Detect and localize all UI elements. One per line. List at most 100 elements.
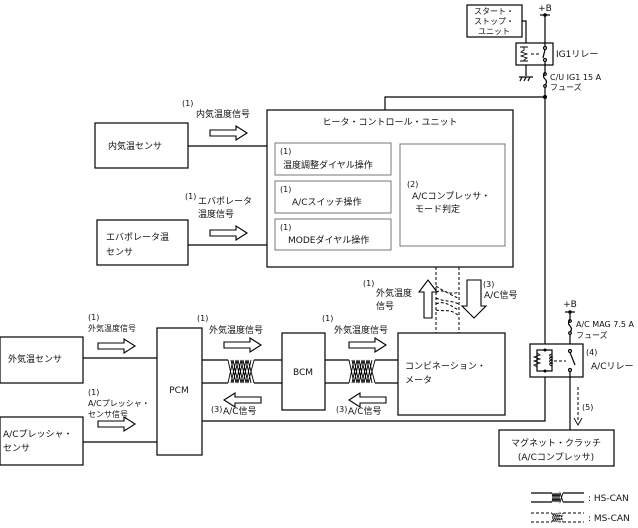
ac-mag-fuse-label: A/C MAG 7.5 A [576,320,635,329]
ground-icon [519,76,533,82]
start-stop-unit: スタート・ ストップ・ ユニット [466,4,523,38]
legend-hs-can-label: : HS-CAN [588,494,629,504]
legend-ms-can: : MS-CAN [531,511,630,524]
ac-relay-num: (4) [586,348,597,357]
hcu-compressor-mode-judge [399,143,506,247]
hcu-meter-signal-label: A/C信号 [484,289,517,301]
hcu-meter-signal-num: (3) [483,280,494,289]
magnet-clutch: マグネット・クラッチ (A/Cコンプレッサ) [498,429,615,467]
bcm-label: BCM [293,368,313,378]
ig1-relay-label: IG1リレー [556,50,598,60]
start-stop-unit-label-2: ストップ・ [474,17,514,26]
pcm-label: PCM [169,386,188,396]
meter-hcu-signal-label-2: 信号 [376,300,394,312]
ig1-fuse-label: C/U IG1 15 A [550,73,602,82]
arrow-right-icon [223,336,263,354]
pcm-ac-relay-wire [202,377,546,422]
arrow-up-icon [417,279,439,319]
pcm-module: PCM [156,327,203,456]
twisted-pair-icon [227,359,255,384]
evap-signal-label-1: エバポレータ [198,196,252,207]
heater-control-unit: ヒータ・コントロール・ユニット (1) 温度調整ダイヤル操作 (1) A/Cスイ… [266,109,514,268]
twisted-pair-icon [551,511,564,524]
clutch-label-1: マグネット・クラッチ [511,437,601,449]
cabin-temp-sensor: 内気温センサ [94,122,189,169]
evap-signal-num: (1) [185,192,196,201]
arrow-right-icon [97,415,137,433]
evap-temp-sensor-label-2: センサ [106,247,133,258]
ambient-signal-label: 外気温度信号 [88,323,136,333]
hcu-item-temp-dial [274,142,392,176]
hcu-item-label: 温度調整ダイヤル操作 [283,159,373,171]
legend-hs-can: : HS-CAN [531,491,629,504]
start-stop-unit-label-3: ユニット [478,27,510,36]
evap-temp-sensor-label-1: エバポレータ温 [106,232,169,243]
bcm-meter-signal-label: 外気温度信号 [334,324,388,336]
heater-control-unit-title: ヒータ・コントロール・ユニット [322,117,457,128]
ac-relay-coil-icon [549,353,554,367]
hcu-item-num: (1) [280,223,291,232]
meter-bcm-signal-num: (3) [336,405,347,414]
meter-hcu-signal-num: (1) [363,279,374,288]
ig1-relay [515,42,554,66]
hcu-judge-label-2: モード判定 [415,203,460,215]
ac-pressure-sensor-label-1: A/Cプレッシャ・ [3,429,72,440]
evap-temp-sensor: エバポレータ温 センサ [96,219,189,266]
ig1-relay-coil-icon [519,46,529,62]
arrow-left-icon [222,391,262,409]
cabin-temp-sensor-label: 内気温センサ [108,140,162,152]
arrow-right-icon [209,124,249,142]
cabin-signal-num: (1) [182,99,193,108]
arrow-down-icon [460,279,488,319]
start-stop-wire [522,20,527,47]
dashed-arrow-down-icon [573,417,583,426]
ig1-fuse-label-2: フューズ [550,82,582,92]
hs-can-bcm-meter [325,359,398,384]
start-stop-unit-label-1: スタート・ [474,7,514,16]
meter-label-1: コンビネーション・ [405,361,486,372]
relay-clutch-signal-num: (5) [582,403,593,412]
plus-b-label-ac: +B [563,300,577,310]
ambient-signal-num: (1) [88,313,99,322]
legend: : HS-CAN : MS-CAN [531,491,630,524]
legend-ms-can-label: : MS-CAN [588,514,630,524]
clutch-label-2: (A/Cコンプレッサ) [518,452,594,463]
hcu-item-label: A/Cスイッチ操作 [292,196,361,208]
hcu-judge-num: (2) [407,180,418,189]
plus-b-label-ig1: +B [538,4,552,14]
cabin-signal-label: 内気温度信号 [196,108,250,120]
hcu-item-num: (1) [280,185,291,194]
twisted-pair-icon [551,491,564,504]
bcm-module: BCM [281,332,326,411]
bcm-meter-signal-num: (1) [322,314,333,323]
hcu-power-wire [384,96,545,110]
twisted-pair-icon [435,285,460,317]
combination-meter: コンビネーション・ メータ [397,332,506,416]
resistor-icon [532,352,542,368]
arrow-left-icon [347,391,387,409]
ambient-temp-sensor: 外気温センサ [0,336,84,384]
ig1-relay-switch-icon [542,49,546,59]
ac-pressure-sensor-label-2: センサ [3,443,30,454]
twisted-pair-icon [348,359,376,384]
meter-label-2: メータ [405,375,432,386]
hcu-judge-label-1: A/Cコンプレッサ・ [412,191,490,202]
hcu-item-ac-switch [274,180,392,214]
hcu-item-mode-dial [274,218,392,251]
ac-pressure-sensor: A/Cプレッシャ・ センサ [0,416,84,466]
meter-hcu-signal-label-1: 外気温度 [376,287,412,299]
ac-relay [529,343,584,378]
ms-can-hcu-meter [435,267,460,333]
meter-bcm-signal-label: A/C信号 [348,405,381,417]
ac-mag-fuse-label-2: フューズ [576,330,608,340]
bcm-pcm-signal-label: A/C信号 [223,405,256,417]
ambient-temp-sensor-label: 外気温センサ [8,353,62,365]
hs-can-pcm-bcm [202,359,282,384]
ac-pressure-signal-label-2: センサ信号 [88,409,128,419]
bcm-pcm-signal-num: (3) [211,405,222,414]
hcu-item-num: (1) [280,147,291,156]
pcm-bcm-signal-label: 外気温度信号 [209,324,263,336]
pcm-bcm-signal-num: (1) [197,314,208,323]
arrow-right-icon [348,336,388,354]
